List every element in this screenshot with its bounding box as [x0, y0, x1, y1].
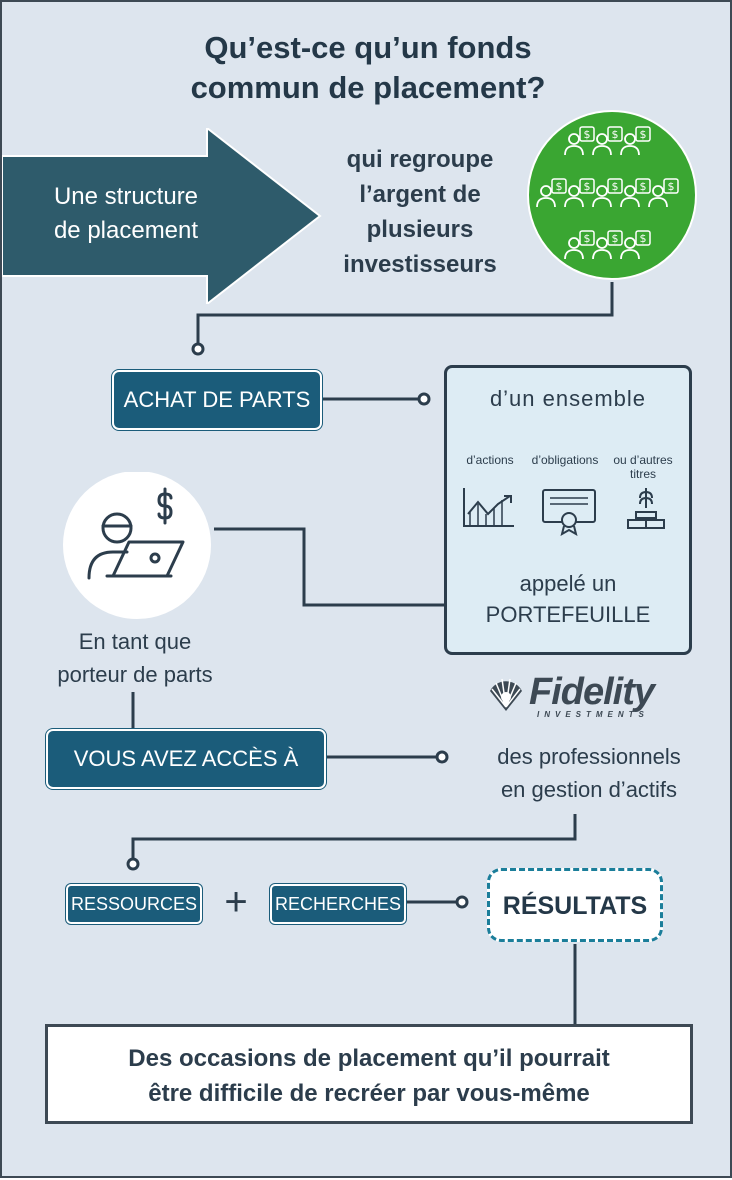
- arrow-label: Une structure de placement: [53, 183, 199, 244]
- resultats-label: RÉSULTATS: [487, 868, 663, 942]
- ressources-label: RESSOURCES: [66, 884, 202, 924]
- asset-label-obligations: d’obligations: [531, 453, 599, 467]
- connector-dot: [455, 895, 469, 909]
- professionnels-text: des professionnels en gestion d’actifs: [497, 744, 681, 802]
- connector-investor-portfolio: [214, 527, 444, 607]
- plus-sign: +: [224, 880, 248, 924]
- other-assets-icon: [627, 488, 665, 529]
- porteur-text: En tant que porteur de parts: [57, 629, 213, 687]
- appele-text: appelé un PORTEFEUILLE: [444, 568, 692, 630]
- fidelity-logo-subtext: INVESTMENTS: [537, 710, 649, 719]
- achat-de-parts-label: ACHAT DE PARTS: [112, 370, 322, 430]
- asset-label-autres: ou d’autres titres: [613, 453, 673, 481]
- vous-avez-acces-label: VOUS AVEZ ACCÈS À: [46, 729, 326, 789]
- fidelity-logo-text: Fidelity: [529, 671, 655, 713]
- conclusion-box: Des occasions de placement qu’il pourrai…: [45, 1024, 693, 1124]
- ensemble-text: d’un ensemble: [489, 386, 647, 411]
- bond-certificate-icon: [542, 489, 596, 536]
- connector-investors-achat: [196, 282, 614, 349]
- regroupe-text: qui regroupe l’argent de plusieurs inves…: [343, 146, 497, 278]
- portefeuille-label: PORTEFEUILLE: [485, 602, 651, 627]
- page-title: Qu’est-ce qu’un fonds commun de placemen…: [190, 30, 546, 105]
- asset-label-actions: d’actions: [466, 453, 514, 467]
- connector-pros-ressources: [131, 814, 577, 864]
- connector-dot: [191, 342, 205, 356]
- fidelity-logo-icon: [490, 678, 522, 711]
- arrow-shape: [2, 128, 322, 304]
- recherches-label: RECHERCHES: [270, 884, 406, 924]
- connector-dot: [435, 750, 449, 764]
- connector-dot: [417, 392, 431, 406]
- investors-icon: $: [527, 110, 697, 280]
- connector-dot: [126, 857, 140, 871]
- stock-chart-icon: [463, 488, 514, 527]
- investor-laptop-icon: [63, 472, 211, 619]
